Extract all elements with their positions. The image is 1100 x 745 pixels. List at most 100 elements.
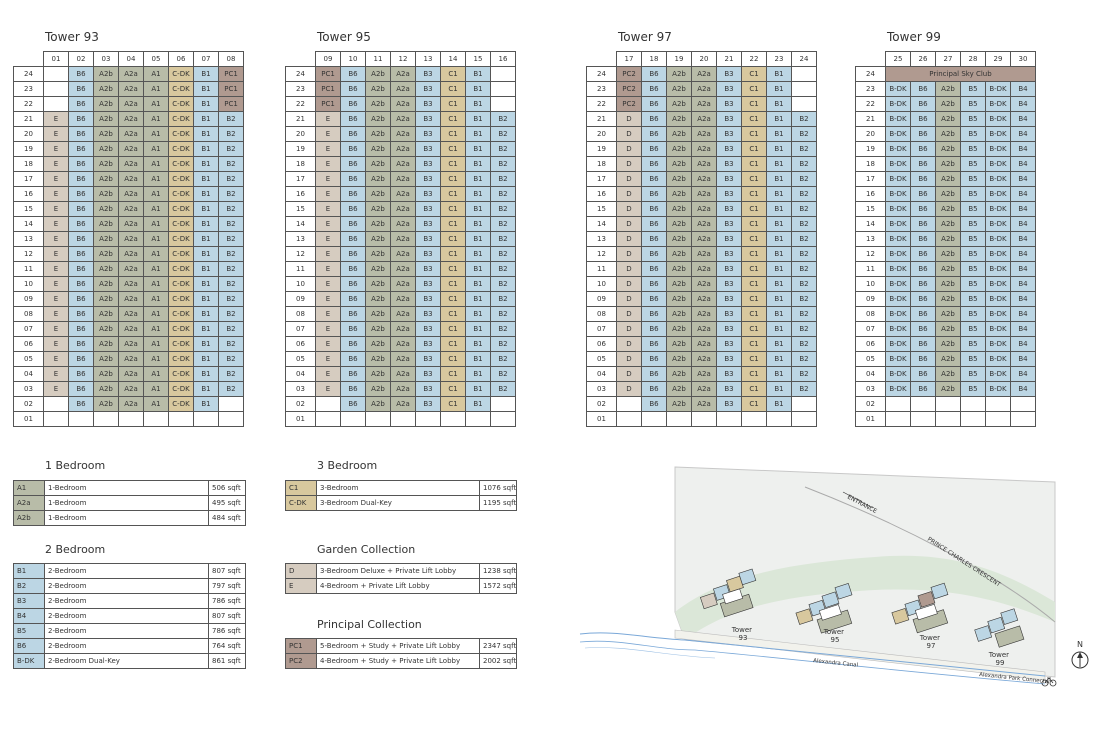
unit-cell: C1 [440,231,466,247]
north-label: N [1077,640,1083,649]
unit-cell: B6 [340,306,366,322]
unit-stack-header: 26 [910,51,936,67]
header-corner [856,52,886,67]
unit-cell: B6 [641,186,667,202]
floor-number: 08 [285,306,316,322]
unit-cell: B3 [716,231,742,247]
floor-row: 01 [285,411,516,427]
floor-number: 03 [586,381,617,397]
unit-cell: B1 [465,351,491,367]
legend-description: 2-Bedroom [44,638,209,654]
unit-cell: B6 [68,246,94,262]
unit-cell: B4 [1010,156,1036,172]
unit-cell: B1 [465,246,491,262]
unit-cell: B6 [641,321,667,337]
canal-water-line-2 [579,640,1046,685]
road-line [804,486,1056,623]
unit-cell: A2b [666,126,692,142]
floor-number: 02 [855,396,886,412]
unit-cell: C1 [440,321,466,337]
canal-water-line [579,632,1046,677]
unit-cell: E [43,261,69,277]
unit-cell: B1 [193,261,219,277]
unit-cell: E [315,201,341,217]
tower-title-99: Tower 99 [887,30,941,44]
unit-cell: B2 [490,171,516,187]
unit-cell: A2a [390,321,416,337]
unit-cell: A2a [390,231,416,247]
unit-cell: B2 [218,111,244,127]
unit-cell: A2a [390,111,416,127]
floor-number: 05 [13,351,44,367]
unit-cell: B3 [415,156,441,172]
unit-cell: B6 [68,201,94,217]
empty-cell [218,396,244,412]
unit-cell: B5 [960,291,986,307]
unit-cell: B2 [490,141,516,157]
unit-cell: A2b [935,171,961,187]
unit-cell: A2a [691,351,717,367]
empty-cell [68,411,94,427]
floor-number: 02 [13,396,44,412]
legend-code: B1 [13,563,45,579]
unit-cell: B6 [340,321,366,337]
empty-cell [885,411,911,427]
unit-cell: E [43,321,69,337]
legend-code: B4 [13,608,45,624]
unit-cell: B2 [791,336,817,352]
unit-cell: E [43,276,69,292]
unit-cell: B2 [791,111,817,127]
empty-cell [616,411,642,427]
unit-cell: B6 [68,261,94,277]
unit-cell: B-DK [885,276,911,292]
unit-cell: C-DK [168,396,194,412]
unit-cell: B1 [766,66,792,82]
unit-cell: A2a [118,231,144,247]
unit-cell: B3 [716,126,742,142]
unit-cell: C1 [440,381,466,397]
unit-cell: A2b [935,291,961,307]
empty-cell [43,81,69,97]
unit-cell: E [315,261,341,277]
unit-cell: C1 [741,126,767,142]
unit-cell: C-DK [168,201,194,217]
unit-cell: C1 [741,396,767,412]
unit-cell: B1 [766,216,792,232]
unit-cell: B1 [465,336,491,352]
floor-number: 21 [855,111,886,127]
empty-cell [985,411,1011,427]
unit-cell: A2b [666,291,692,307]
unit-cell: A2b [935,306,961,322]
unit-cell: B1 [465,216,491,232]
unit-cell: E [315,141,341,157]
unit-cell: A2b [93,246,119,262]
unit-cell: A2a [390,261,416,277]
unit-cell: B-DK [985,261,1011,277]
unit-cell: D [616,306,642,322]
unit-cell: A2b [666,81,692,97]
unit-cell: B1 [766,351,792,367]
legend-description: 4-Bedroom + Study + Private Lift Lobby [316,653,480,669]
unit-cell: B6 [910,381,936,397]
unit-cell: B3 [415,321,441,337]
unit-cell: B5 [960,276,986,292]
unit-cell: B1 [766,81,792,97]
unit-cell: B1 [193,306,219,322]
unit-stack-header: 18 [641,51,667,67]
unit-cell: A2b [365,186,391,202]
unit-cell: C1 [440,66,466,82]
unit-cell: A2b [666,231,692,247]
floor-number: 17 [285,171,316,187]
unit-stack-header: 30 [1010,51,1036,67]
unit-cell: B3 [415,306,441,322]
unit-cell: B1 [766,171,792,187]
